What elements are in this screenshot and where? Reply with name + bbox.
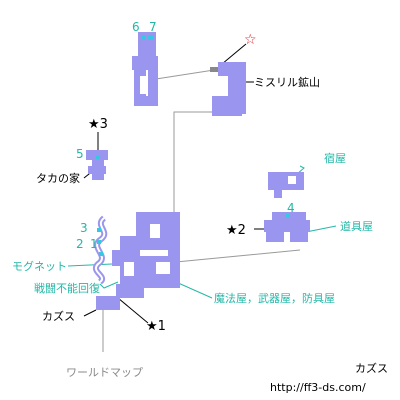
label-num-1: 1 bbox=[90, 237, 98, 251]
moogle-net-label: モグネット bbox=[12, 259, 67, 273]
star1-pointer-line bbox=[117, 297, 149, 324]
label-num-3: 3 bbox=[80, 221, 88, 235]
taka-house-building bbox=[86, 150, 108, 180]
town-entrance-block bbox=[96, 296, 120, 310]
ko-recovery-label: 戦闘不能回復 bbox=[34, 281, 100, 295]
label-num-4: 4 bbox=[287, 201, 295, 215]
label-num-6: 6 bbox=[132, 20, 140, 34]
chest-1-marker bbox=[99, 252, 103, 256]
town-inner-wall-3 bbox=[156, 262, 170, 274]
inn-window bbox=[288, 176, 296, 184]
label-num-2: 2 bbox=[76, 237, 84, 251]
kazus-entrance-label: カズス bbox=[42, 309, 75, 323]
town-west-tip bbox=[112, 250, 126, 266]
mythril-mine-label: ミスリル鉱山 bbox=[254, 75, 320, 89]
item-shop-mid bbox=[264, 220, 310, 232]
open-star-pointer-line bbox=[221, 43, 247, 65]
site-url-label: http://ff3-ds.com/ bbox=[270, 381, 366, 394]
label-num-7: 7 bbox=[149, 20, 157, 34]
kazus-pointer-line bbox=[83, 309, 97, 317]
item-shop-building bbox=[264, 212, 310, 242]
inn-building bbox=[268, 172, 304, 198]
star-2-marker: ★2 bbox=[226, 223, 246, 238]
taka-house-label: タカの家 bbox=[36, 171, 80, 185]
cave-hole bbox=[140, 76, 148, 94]
inn-door bbox=[274, 188, 282, 198]
ko-recovery-pointer-line bbox=[99, 281, 119, 289]
mine-connector-line bbox=[155, 69, 215, 80]
shops-pointer-line bbox=[175, 281, 213, 299]
item-shop-left-foot bbox=[266, 232, 284, 242]
inn-label: 宿屋 bbox=[324, 151, 346, 165]
inn-body bbox=[268, 172, 304, 190]
taka-house-mid bbox=[88, 166, 106, 174]
mine-top-block bbox=[218, 62, 246, 78]
mine-bottom-block bbox=[212, 96, 242, 116]
world-map-label: ワールドマップ bbox=[66, 366, 143, 379]
town-inner-wall-4 bbox=[124, 262, 134, 276]
item-shop-right-foot bbox=[290, 232, 308, 242]
cave-mid-block bbox=[132, 56, 158, 70]
town-south-west bbox=[116, 284, 144, 298]
chest-6-marker bbox=[141, 35, 146, 40]
mine-cave-left bbox=[132, 32, 158, 106]
mine-hole bbox=[218, 76, 228, 96]
chest-2-marker bbox=[97, 240, 101, 244]
mine-cave-right bbox=[210, 62, 246, 116]
cave-right-arm bbox=[148, 70, 158, 106]
mine-town-connector-line bbox=[173, 111, 222, 212]
open-star-marker: ☆ bbox=[244, 32, 257, 48]
star-3-marker: ★3 bbox=[88, 117, 108, 132]
town-main-block bbox=[93, 212, 180, 310]
label-num-5: 5 bbox=[76, 147, 84, 161]
town-shop-connector-line bbox=[175, 249, 301, 263]
star-1-marker: ★1 bbox=[146, 319, 166, 334]
town-inner-wall-1 bbox=[150, 224, 160, 238]
shops-label: 魔法屋，武器屋，防具屋 bbox=[214, 291, 335, 305]
moogle-pointer-line bbox=[67, 263, 113, 267]
chest-5-marker bbox=[96, 155, 100, 159]
town-name-label: カズス bbox=[355, 361, 388, 375]
cave-top-block bbox=[138, 32, 156, 58]
chest-3-marker bbox=[97, 228, 101, 232]
chest-7-marker bbox=[148, 35, 153, 40]
town-inner-wall-2 bbox=[140, 250, 168, 256]
mine-door bbox=[210, 67, 220, 72]
cave-bottom bbox=[134, 96, 158, 106]
chest-4-marker bbox=[286, 214, 290, 218]
item-shop-label: 道具屋 bbox=[340, 219, 373, 233]
